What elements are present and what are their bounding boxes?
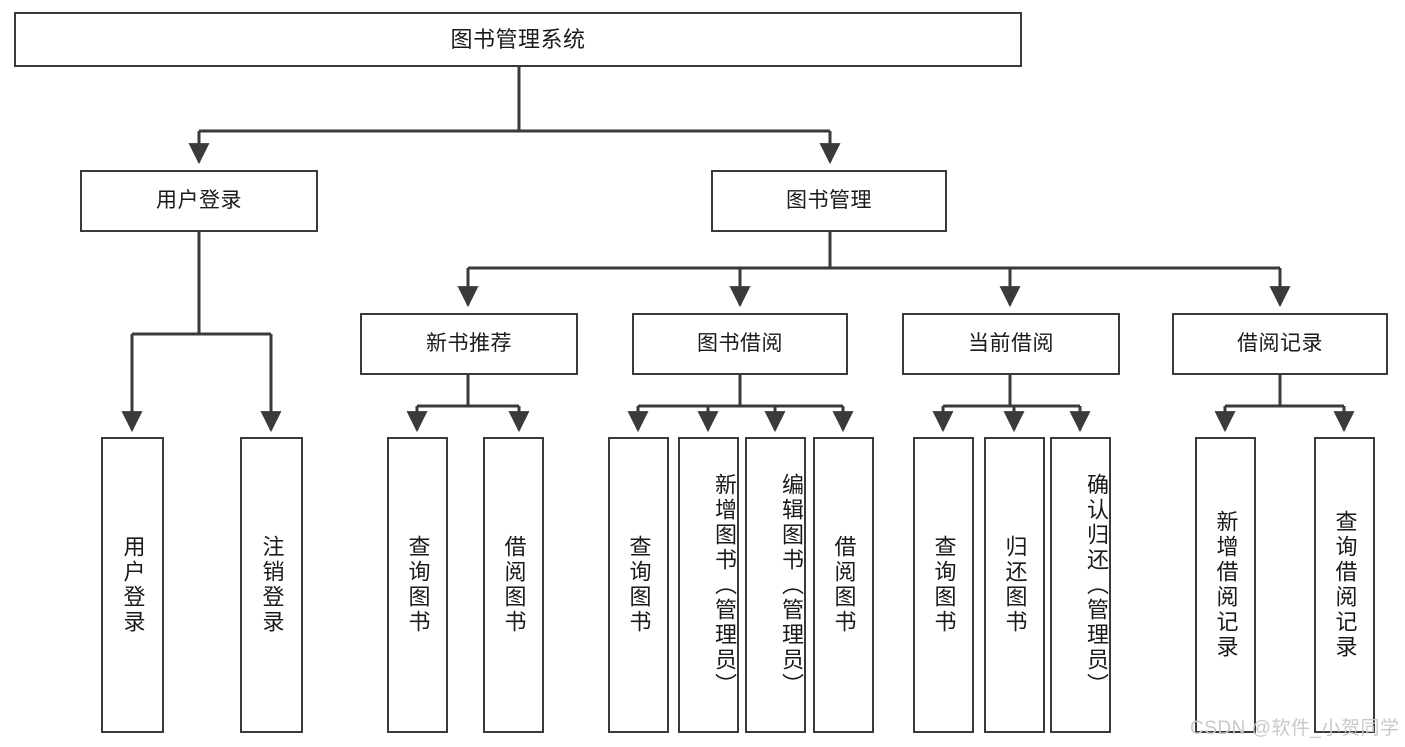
- leaf-borrow-book-new[interactable]: 借阅图书: [483, 437, 544, 733]
- leaf-borrow-book[interactable]: 借阅图书: [813, 437, 874, 733]
- node-borrow-record[interactable]: 借阅记录: [1172, 313, 1388, 375]
- node-root-system[interactable]: 图书管理系统: [14, 12, 1022, 67]
- leaf-edit-book-admin[interactable]: 编辑图书（管理员）: [745, 437, 806, 733]
- leaf-add-borrow-record[interactable]: 新增借阅记录: [1195, 437, 1256, 733]
- leaf-query-book-borrow[interactable]: 查询图书: [608, 437, 669, 733]
- leaf-return-book[interactable]: 归还图书: [984, 437, 1045, 733]
- leaf-query-book-new[interactable]: 查询图书: [387, 437, 448, 733]
- node-current-borrow[interactable]: 当前借阅: [902, 313, 1120, 375]
- node-user-login[interactable]: 用户登录: [80, 170, 318, 232]
- node-new-book-recommend[interactable]: 新书推荐: [360, 313, 578, 375]
- leaf-confirm-return-admin[interactable]: 确认归还（管理员）: [1050, 437, 1111, 733]
- node-book-management[interactable]: 图书管理: [711, 170, 947, 232]
- node-book-borrow[interactable]: 图书借阅: [632, 313, 848, 375]
- leaf-query-borrow-record[interactable]: 查询借阅记录: [1314, 437, 1375, 733]
- leaf-query-book-current[interactable]: 查询图书: [913, 437, 974, 733]
- leaf-logout[interactable]: 注销登录: [240, 437, 303, 733]
- leaf-add-book-admin[interactable]: 新增图书（管理员）: [678, 437, 739, 733]
- leaf-user-login[interactable]: 用户登录: [101, 437, 164, 733]
